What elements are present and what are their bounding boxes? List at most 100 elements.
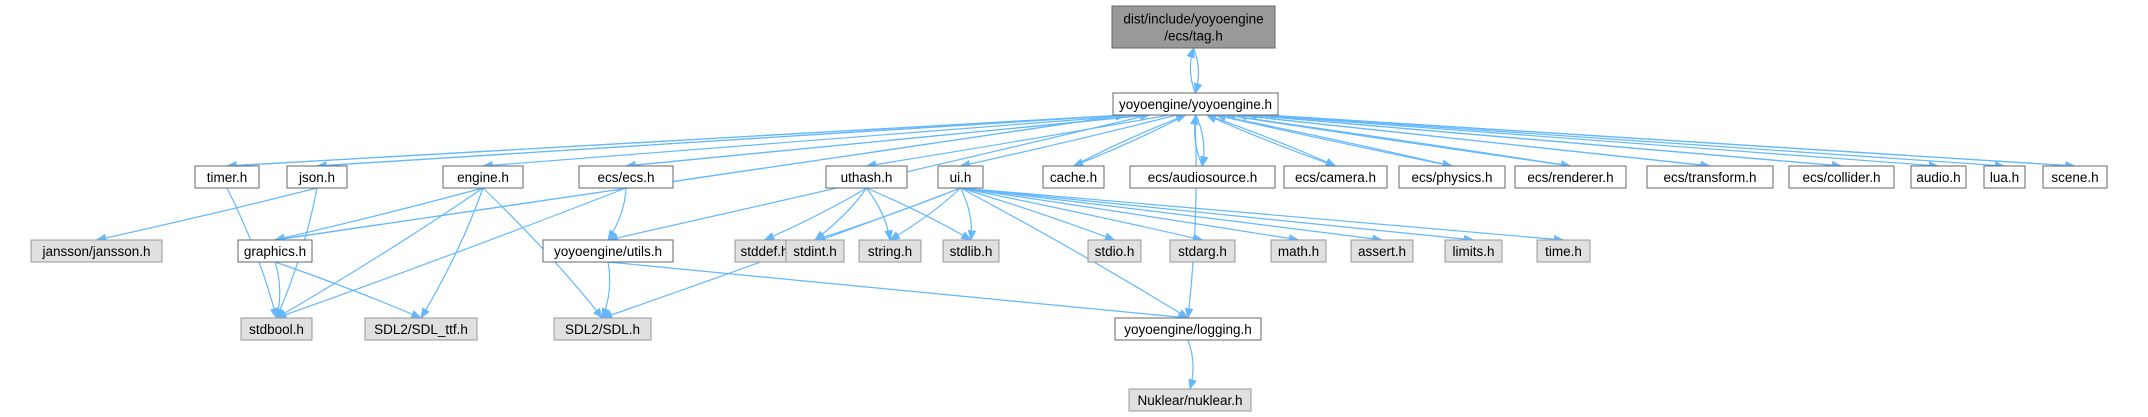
node-yoyo[interactable]: yoyoengine/yoyoengine.h	[1112, 92, 1279, 116]
node-stdarg: stdarg.h	[1169, 239, 1236, 263]
node-utils[interactable]: yoyoengine/utils.h	[542, 239, 674, 263]
edge-yoyo-to-cache	[1072, 114, 1187, 167]
node-box-collider	[1788, 165, 1895, 189]
node-box-scene	[2042, 165, 2108, 189]
node-label-stddef: stddef.h	[740, 244, 788, 259]
edge-ecs-to-stdbool	[275, 187, 627, 319]
node-label-logging: yoyoengine/logging.h	[1124, 322, 1252, 337]
node-sdlttf: SDL2/SDL_ttf.h	[364, 317, 478, 341]
node-box-stdint	[785, 239, 845, 263]
edge-uthash-to-stdlib	[866, 187, 972, 241]
edge-logging-to-nuklear	[1187, 339, 1197, 391]
node-engine[interactable]: engine.h	[442, 165, 524, 189]
node-graphics[interactable]: graphics.h	[237, 239, 313, 263]
node-ui[interactable]: ui.h	[937, 165, 984, 189]
node-box-renderer	[1514, 165, 1627, 189]
node-physics[interactable]: ecs/physics.h	[1398, 165, 1506, 189]
node-label-time: time.h	[1545, 244, 1582, 259]
edge-ui-to-string	[889, 187, 961, 241]
node-label-transform: ecs/transform.h	[1663, 170, 1756, 185]
edge-yoyo-to-audio	[1254, 114, 1940, 170]
edge-yoyo-to-engine	[481, 114, 1139, 170]
edge-ui-to-stdio	[960, 187, 1116, 241]
node-stdint: stdint.h	[785, 239, 845, 263]
edge-yoyo-to-uthash	[865, 114, 1170, 169]
edge-ui-to-math	[960, 187, 1300, 243]
node-label-sdl: SDL2/SDL.h	[565, 322, 640, 337]
edge-ui-to-stdarg	[960, 187, 1204, 243]
edge-camera-to-yoyo	[1205, 114, 1336, 167]
node-label-audio: audio.h	[1916, 170, 1960, 185]
node-box-stdbool	[240, 317, 313, 341]
node-audiosource[interactable]: ecs/audiosource.h	[1129, 165, 1276, 189]
node-box-ecs	[578, 165, 674, 189]
node-label-json: json.h	[298, 170, 335, 185]
edge-graphics-to-stdbool	[274, 261, 284, 320]
node-stdlib: stdlib.h	[942, 239, 1000, 263]
node-box-math	[1270, 239, 1327, 263]
edge-yoyo-to-physics	[1215, 114, 1454, 169]
node-box-jansson	[30, 239, 163, 263]
node-box-audio	[1910, 165, 1967, 189]
node-collider[interactable]: ecs/collider.h	[1788, 165, 1895, 189]
edge-ui-to-logging	[960, 187, 1189, 319]
node-label-math: math.h	[1278, 244, 1319, 259]
node-box-uthash	[825, 165, 908, 189]
edge-graphics-to-sdlttf	[274, 261, 422, 319]
node-label-collider: ecs/collider.h	[1802, 170, 1880, 185]
node-label-audiosource: ecs/audiosource.h	[1148, 170, 1258, 185]
node-lua[interactable]: lua.h	[1983, 165, 2026, 189]
node-jansson: jansson/jansson.h	[30, 239, 163, 263]
edge-uthash-to-string	[866, 187, 893, 242]
edge-yoyo-to-ui	[959, 114, 1177, 169]
node-uthash[interactable]: uthash.h	[825, 165, 908, 189]
edge-engine-to-graphics	[273, 187, 484, 243]
node-label-stdio: stdio.h	[1095, 244, 1135, 259]
node-label-string: string.h	[868, 244, 912, 259]
node-box-nuklear	[1128, 388, 1252, 412]
node-label-graphics: graphics.h	[244, 244, 306, 259]
node-timer[interactable]: timer.h	[194, 165, 260, 189]
node-camera[interactable]: ecs/camera.h	[1283, 165, 1388, 189]
node-ecs[interactable]: ecs/ecs.h	[578, 165, 674, 189]
node-box-utils	[542, 239, 674, 263]
node-label-sdlttf: SDL2/SDL_ttf.h	[374, 322, 468, 337]
node-label-engine: engine.h	[457, 170, 509, 185]
node-logging[interactable]: yoyoengine/logging.h	[1114, 317, 1262, 341]
node-string: string.h	[858, 239, 922, 263]
node-label-jansson: jansson/jansson.h	[41, 244, 150, 259]
node-scene[interactable]: scene.h	[2042, 165, 2108, 189]
node-label-root: /ecs/tag.h	[1164, 29, 1223, 44]
node-renderer[interactable]: ecs/renderer.h	[1514, 165, 1627, 189]
edge-scene-to-yoyo	[1264, 111, 2076, 167]
edge-ui-to-time	[960, 187, 1565, 244]
node-box-root	[1111, 5, 1276, 49]
edge-ui-to-stdlib	[959, 187, 977, 242]
node-label-cache: cache.h	[1050, 170, 1097, 185]
node-stdio: stdio.h	[1087, 239, 1142, 263]
node-audio[interactable]: audio.h	[1910, 165, 1967, 189]
node-box-camera	[1283, 165, 1388, 189]
node-root[interactable]: dist/include/yoyoengine/ecs/tag.h	[1111, 5, 1276, 49]
edge-physics-to-yoyo	[1214, 112, 1453, 167]
node-label-uthash: uthash.h	[841, 170, 893, 185]
node-json[interactable]: json.h	[286, 165, 348, 189]
node-box-json	[286, 165, 348, 189]
node-label-renderer: ecs/renderer.h	[1527, 170, 1613, 185]
node-limits: limits.h	[1444, 239, 1503, 263]
node-box-transform	[1646, 165, 1774, 189]
node-box-sdl	[553, 317, 652, 341]
node-cache[interactable]: cache.h	[1042, 165, 1105, 189]
edge-yoyo-to-root	[1186, 46, 1196, 94]
node-box-stdio	[1087, 239, 1142, 263]
node-label-nuklear: Nuklear/nuklear.h	[1137, 393, 1242, 408]
node-label-yoyo: yoyoengine/yoyoengine.h	[1119, 97, 1272, 112]
edge-uthash-to-stddef	[763, 187, 867, 241]
edge-renderer-to-yoyo	[1224, 112, 1571, 167]
node-math: math.h	[1270, 239, 1327, 263]
node-time: time.h	[1536, 239, 1591, 263]
edge-yoyo-to-lua	[1260, 114, 2006, 170]
node-transform[interactable]: ecs/transform.h	[1646, 165, 1774, 189]
node-stdbool: stdbool.h	[240, 317, 313, 341]
